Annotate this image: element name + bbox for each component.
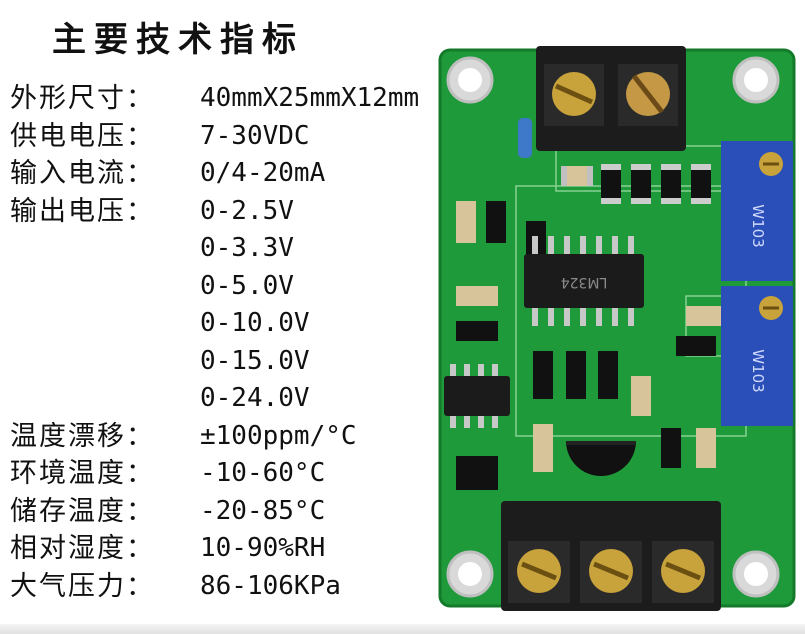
pcb-board-photo: LM324 W103 W103 <box>438 46 796 611</box>
spec-label: 大气压力： <box>10 570 155 602</box>
spec-value: ±100ppm/°C <box>200 420 357 451</box>
spec-value: 0-3.3V <box>200 233 294 263</box>
ic-chip-small <box>444 364 510 428</box>
transistor <box>566 441 636 476</box>
mounting-hole-icon <box>732 56 780 104</box>
pot-marking: W103 <box>749 349 767 392</box>
trimmer-potentiometer: W103 <box>721 141 793 281</box>
mounting-hole-icon <box>446 56 494 104</box>
spec-label: 储存温度： <box>10 495 155 527</box>
spec-value: 0/4-20mA <box>200 158 326 188</box>
top-terminal-block <box>536 46 686 151</box>
spec-label: 输入电流： <box>10 158 155 189</box>
resistor <box>518 118 532 158</box>
ic-chip-main: LM324 <box>524 236 644 326</box>
spec-value: -20-85°C <box>200 495 326 526</box>
spec-label: 供电电压： <box>10 120 155 152</box>
spec-value: 0-10.0V <box>200 308 310 338</box>
trimmer-potentiometer: W103 <box>721 286 793 426</box>
spec-label: 环境温度： <box>10 458 155 489</box>
spec-value: 86-106KPa <box>200 570 341 601</box>
spec-label: 外形尺寸： <box>10 83 155 114</box>
pot-marking: W103 <box>749 204 767 247</box>
spec-label: 输出电压： <box>10 195 155 227</box>
page-title: 主要技术指标 <box>52 20 304 60</box>
mounting-hole-icon <box>732 550 780 598</box>
spec-value: 0-15.0V <box>200 345 310 376</box>
bottom-terminal-block <box>501 501 721 611</box>
spec-value: 0-2.5V <box>200 195 294 226</box>
spec-value: 40mmX25mmX12mm <box>200 83 420 113</box>
ic-marking: LM324 <box>561 274 608 290</box>
mounting-hole-icon <box>446 550 494 598</box>
bottom-divider <box>0 624 805 634</box>
spec-label: 温度漂移： <box>10 420 155 452</box>
spec-value: 0-5.0V <box>200 270 294 301</box>
spec-value: 7-30VDC <box>200 120 310 151</box>
spec-value: 10-90%RH <box>200 533 326 563</box>
spec-value: -10-60°C <box>200 458 326 488</box>
spec-value: 0-24.0V <box>200 383 310 413</box>
spec-label: 相对湿度： <box>10 533 155 564</box>
